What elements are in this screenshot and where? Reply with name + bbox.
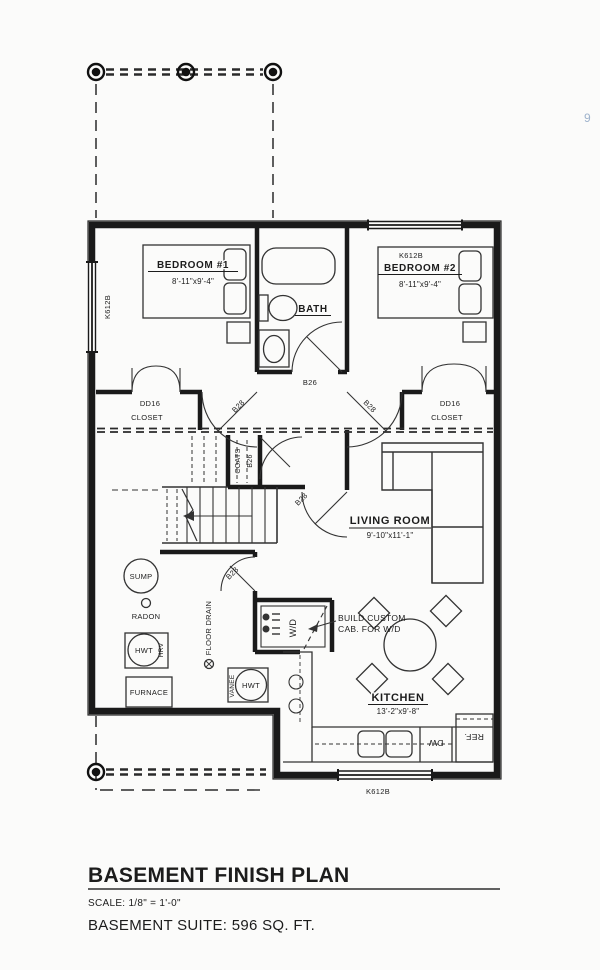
chair (357, 596, 391, 630)
radon-rough-in (140, 597, 152, 609)
pillow (223, 248, 247, 281)
plan-suite-area: BASEMENT SUITE: 596 SQ. FT. (88, 917, 315, 934)
furnace-box (125, 676, 173, 708)
custom-cab-annotation: BUILD CUSTOM CAB. FOR W/D (308, 613, 406, 634)
floor-drain-icon (203, 658, 215, 670)
chair (355, 662, 389, 696)
closet-right-label: CLOSET (431, 413, 463, 422)
bearing-dashed-line (97, 427, 493, 433)
window-code-left: K612B (103, 295, 112, 319)
hwt2-label: HWT (242, 681, 260, 690)
stairs (112, 436, 278, 544)
window-code-bottom: K612B (366, 787, 390, 796)
toilet-tank (258, 294, 269, 322)
chair (431, 662, 465, 696)
custom-cab-line2: CAB. FOR W/D (338, 624, 401, 634)
door-code-mech: B28 (224, 565, 240, 581)
room-dims-bedroom2: 8'-11"x9'-4" (399, 280, 441, 289)
room-label-bedroom1: BEDROOM #1 (157, 260, 229, 271)
window-code-top: K612B (399, 251, 423, 260)
door-code-bedroom2: B28 (362, 398, 378, 414)
ref-label: REF. (464, 732, 484, 742)
pile-marker-icon (263, 62, 283, 82)
hwt1-label: HWT (135, 646, 153, 655)
furnace-label: FURNACE (130, 688, 168, 697)
closet-left-code: DD16 (140, 399, 160, 408)
sink-bowl (357, 730, 385, 758)
wd-closet (260, 605, 326, 648)
hwt-tank (127, 633, 161, 667)
annotation-arrowhead (308, 624, 318, 632)
page-watermark: 9 (584, 111, 591, 125)
coats-door-code: B26 (247, 454, 254, 467)
round-table (383, 618, 437, 672)
pillow (458, 250, 482, 282)
nightstand (226, 321, 251, 344)
bath-fixtures (258, 247, 336, 368)
door-swings (131, 321, 487, 650)
sump-label: SUMP (130, 572, 153, 581)
sink-bowl (385, 730, 413, 758)
vanity (258, 329, 290, 368)
custom-cab-line1: BUILD CUSTOM (338, 613, 406, 623)
hwt-box (124, 632, 169, 669)
pillow (458, 283, 482, 315)
kitchen-table-set (355, 594, 465, 696)
wd-label: W/D (288, 619, 298, 638)
room-dims-living: 9'-10"x11'-1" (367, 531, 414, 540)
chair (429, 594, 463, 628)
nightstand (462, 321, 487, 343)
bed (377, 246, 494, 319)
mechanical-equipment (123, 558, 269, 708)
closet-right-code: DD16 (440, 399, 460, 408)
toilet-bowl (268, 294, 298, 322)
room-dims-kitchen: 13'-2"x9'-8" (377, 707, 420, 716)
room-label-kitchen: KITCHEN (371, 692, 424, 704)
hrv-label: HRV (158, 642, 165, 657)
bedroom1-furniture (142, 244, 251, 344)
title-block: BASEMENT FINISH PLAN SCALE: 1/8" = 1'-0"… (88, 864, 500, 934)
burner (288, 698, 304, 714)
room-label-bath: BATH (298, 304, 327, 315)
refrigerator (455, 713, 494, 763)
window-kitchen-bottom (337, 768, 433, 782)
room-dims-bedroom1: 8'-11"x9'-4" (172, 277, 214, 286)
room-label-bedroom2: BEDROOM #2 (384, 263, 456, 274)
pile-marker-icon (86, 62, 106, 82)
coats-label: COATS (235, 448, 242, 473)
interior-walls (96, 228, 494, 655)
bathtub (261, 247, 336, 285)
hwt2-tank (234, 668, 268, 702)
pillow (223, 282, 247, 315)
hwt2-box (227, 667, 269, 703)
door-code-bath: B26 (303, 378, 317, 387)
vanee-label: VANEE (229, 674, 236, 697)
bedroom2-furniture (377, 246, 494, 343)
bed (142, 244, 251, 319)
door-code-bedroom1: B28 (230, 398, 246, 414)
sink-bowl (262, 334, 286, 364)
burner (288, 674, 304, 690)
floor-drain-label: FLOOR DRAIN (204, 601, 213, 656)
exterior-walls (87, 220, 502, 780)
overhead-dashed-outline (95, 68, 274, 791)
room-label-living: LIVING ROOM (350, 515, 431, 527)
pile-markers (86, 62, 283, 782)
pile-marker-icon (86, 762, 106, 782)
plan-title: BASEMENT FINISH PLAN (88, 864, 350, 887)
living-room-sofa (381, 442, 484, 584)
dw-label: DW (429, 738, 444, 748)
plan-scale: SCALE: 1/8" = 1'-0" (88, 898, 181, 909)
window-bedroom2-top (367, 218, 463, 232)
kitchen-counters (283, 651, 494, 763)
closet-left-label: CLOSET (131, 413, 163, 422)
sump-pit (123, 558, 159, 594)
radon-label: RADON (132, 612, 161, 621)
door-code-hall: B28 (293, 491, 309, 507)
window-bedroom1-left (84, 261, 98, 353)
pile-marker-icon (176, 62, 196, 82)
